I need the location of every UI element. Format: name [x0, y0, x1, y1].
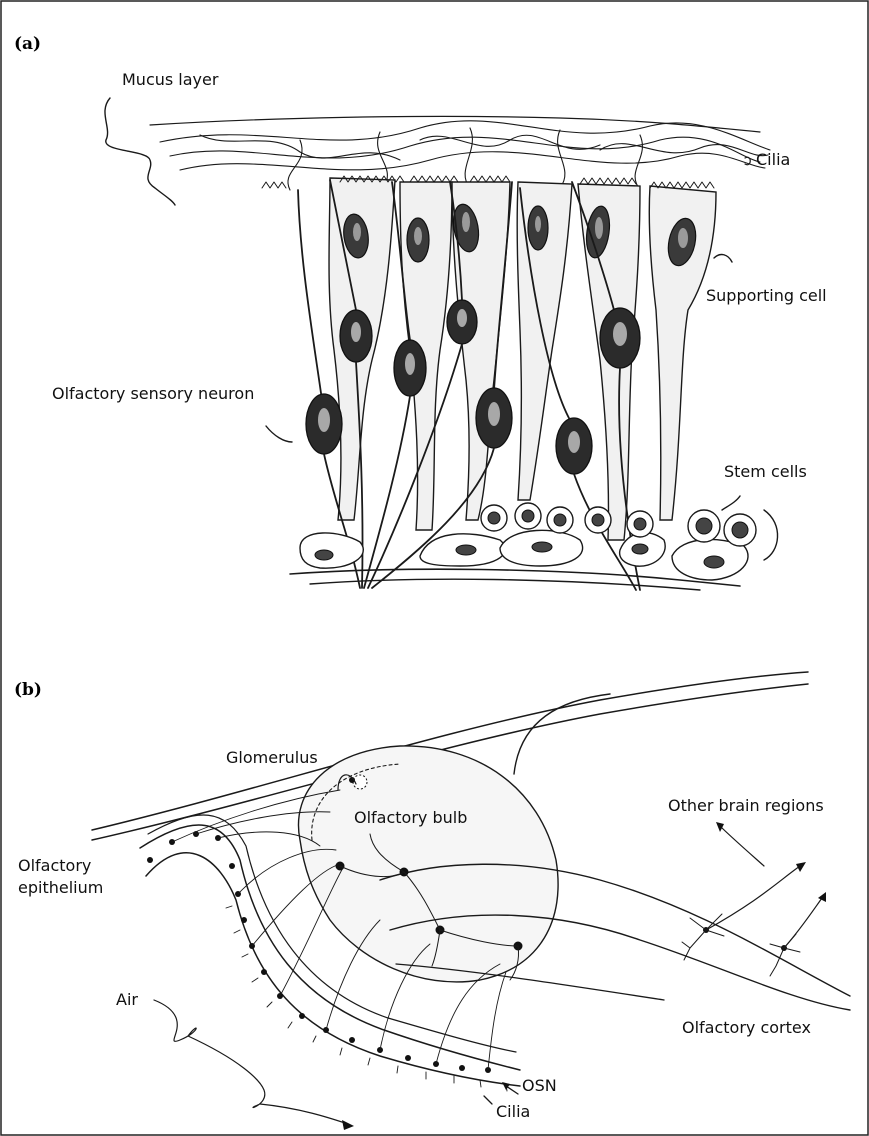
osn-arrowhead — [502, 1082, 510, 1090]
mucus-layer-label: Mucus layer — [122, 70, 218, 90]
cortex-fold — [514, 694, 610, 774]
osn-leader — [266, 426, 292, 442]
osn-axon — [364, 396, 410, 588]
cilia-label: Cilia — [756, 150, 790, 170]
supporting-cell-leader — [714, 255, 732, 262]
cortical-neurons — [682, 914, 800, 976]
stem-cells-label: Stem cells — [724, 462, 807, 482]
panel-a-epithelium-drawing — [105, 98, 778, 590]
cilia-label-b: Cilia — [496, 1102, 530, 1122]
panel-b-tag: (b) — [14, 680, 42, 700]
mucus-top-line — [150, 116, 760, 132]
other-brain-regions-leader — [720, 826, 764, 866]
olfactory-epithelium-label-line1: Olfactory — [18, 856, 91, 876]
osn-dendrite — [298, 190, 322, 400]
osn-label: OSN — [522, 1076, 557, 1096]
glomerulus-label: Glomerulus — [226, 748, 318, 768]
other-brain-regions-label: Other brain regions — [668, 796, 824, 816]
air-label: Air — [116, 990, 138, 1010]
projection-arrowhead-1 — [796, 862, 806, 872]
olfactory-bulb-label: Olfactory bulb — [354, 808, 467, 828]
mucus-layer-outline — [105, 98, 175, 205]
olfactory-sensory-neuron-label: Olfactory sensory neuron — [52, 384, 254, 404]
supporting-cell-label: Supporting cell — [706, 286, 827, 306]
panel-a-tag: (a) — [14, 34, 41, 54]
projection-arrowhead-2 — [818, 892, 826, 902]
basal-cell — [300, 533, 363, 568]
stem-cells-leader — [722, 496, 740, 510]
projection-arrow-2 — [784, 898, 822, 948]
olfactory-cortex-label: Olfactory cortex — [682, 1018, 811, 1038]
projection-arrow-1 — [706, 866, 800, 930]
air-flow-arrowhead — [342, 1120, 354, 1130]
cilia-tangle — [160, 121, 770, 190]
air-flow-path — [154, 1000, 348, 1124]
olfactory-epithelium-label-line2: epithelium — [18, 878, 103, 898]
panel-b-pathway-drawing — [92, 672, 850, 1130]
stem-cells-bracket — [764, 510, 778, 560]
other-brain-regions-arrowhead — [716, 822, 724, 832]
cilia-leader-b — [484, 1096, 492, 1104]
supporting-cells — [329, 178, 716, 540]
